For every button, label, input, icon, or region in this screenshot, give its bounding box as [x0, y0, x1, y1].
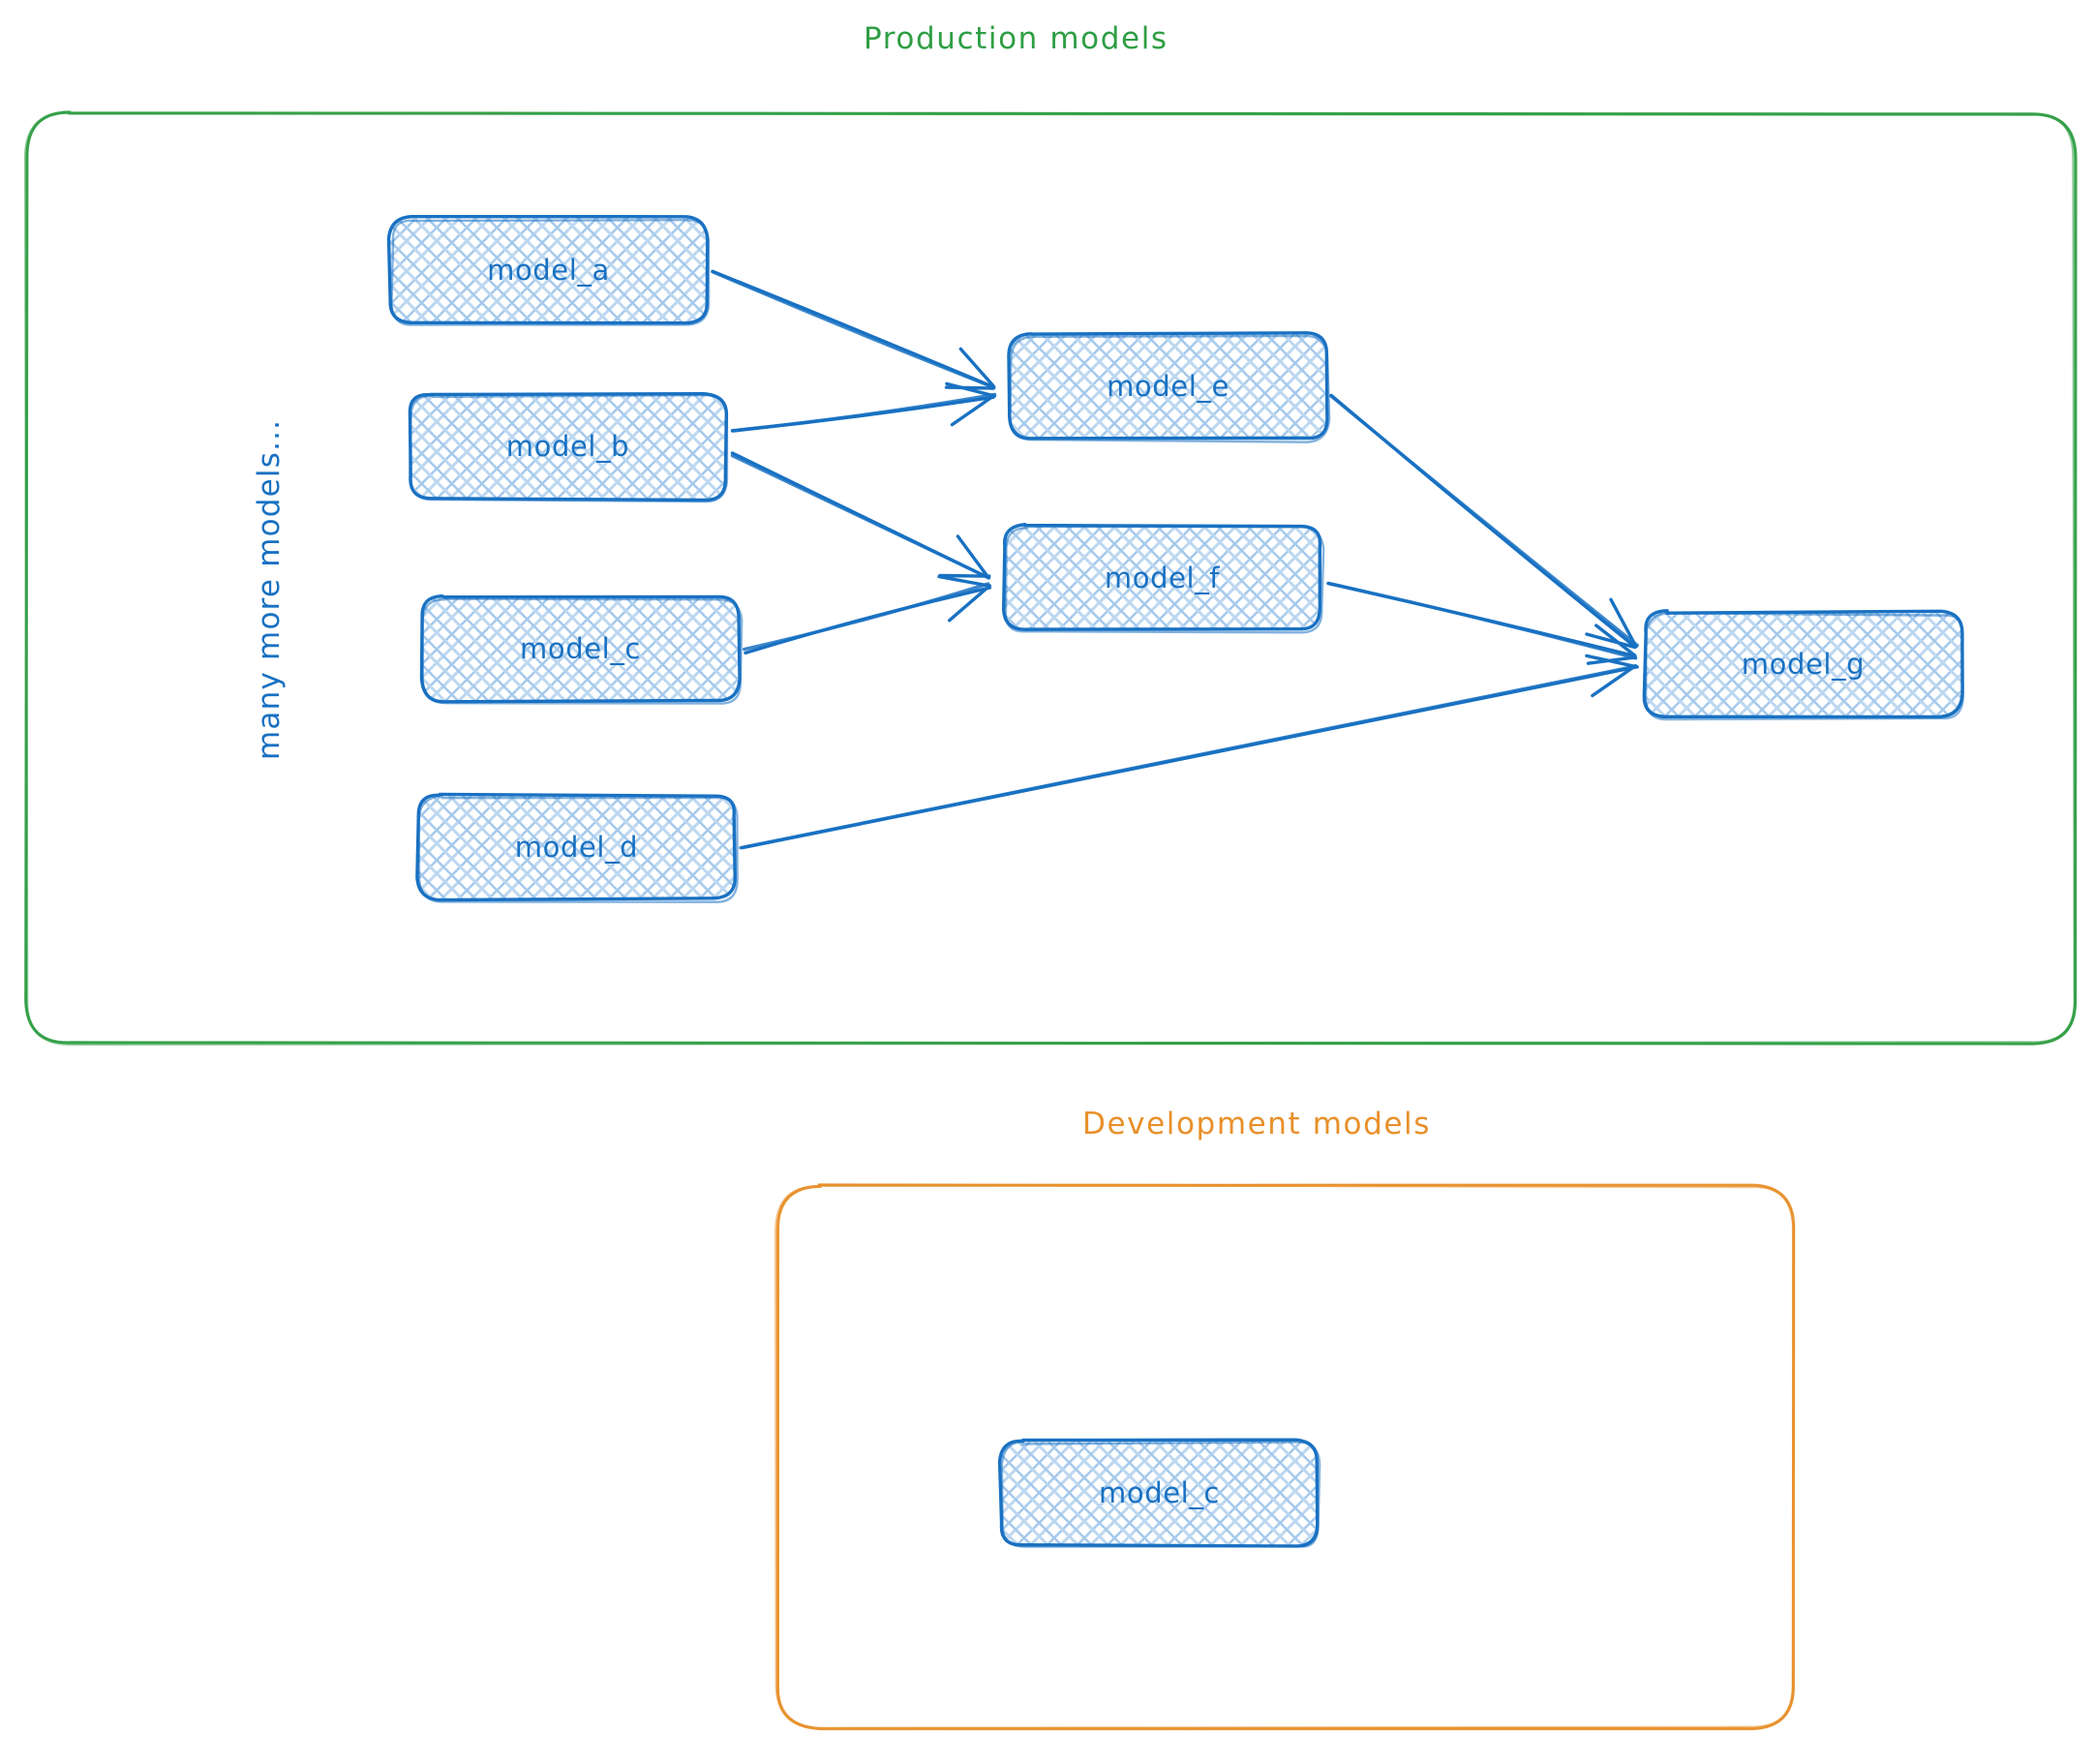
node-fill — [1004, 525, 1321, 631]
node-fill — [1000, 1440, 1318, 1546]
node-label: model_a — [487, 254, 610, 287]
node-border — [1644, 612, 1964, 721]
node-border — [1007, 331, 1329, 441]
node-border — [421, 597, 744, 705]
edge-e-to-g — [1329, 393, 1639, 650]
node-border — [417, 794, 739, 903]
node-model_g[interactable]: model_g — [1642, 609, 1964, 721]
group-label-production: Production models — [864, 21, 1169, 56]
node-model_e[interactable]: model_e — [1007, 331, 1331, 443]
node-model_c[interactable]: model_c — [419, 593, 744, 705]
node-fill — [421, 595, 739, 701]
group-container-production — [23, 110, 2078, 1046]
node-model_b[interactable]: model_b — [408, 391, 729, 503]
node-model_c_dev-dev[interactable]: model_c — [997, 1438, 1321, 1548]
edge-b-to-f — [730, 451, 991, 580]
node-model_a[interactable]: model_a — [386, 214, 711, 326]
annotation-many-more-models: many more models... — [252, 418, 287, 760]
node-label: model_d — [515, 831, 638, 864]
node-fill — [1009, 333, 1327, 439]
node-fill — [389, 218, 708, 323]
node-fill — [409, 393, 727, 500]
edge-b-to-e — [730, 381, 997, 433]
edge-c-to-f — [742, 574, 992, 655]
node-border — [1004, 525, 1325, 634]
node-model_d[interactable]: model_d — [415, 792, 739, 903]
group-label-development: Development models — [1082, 1107, 1432, 1141]
group-container-development — [774, 1183, 1796, 1731]
node-border — [390, 218, 711, 326]
node-label: model_f — [1105, 562, 1220, 594]
node-label: model_b — [506, 430, 629, 463]
node-label: model_c — [520, 632, 641, 665]
node-border — [1000, 1441, 1321, 1548]
node-fill — [417, 794, 736, 899]
node-label: model_c — [1099, 1476, 1220, 1509]
edge-d-to-g — [739, 654, 1639, 850]
node-label: model_e — [1107, 370, 1230, 403]
node-label: model_g — [1742, 648, 1865, 681]
node-model_f[interactable]: model_f — [1001, 522, 1325, 634]
node-border — [1009, 334, 1331, 443]
edge-a-to-e — [711, 269, 996, 390]
node-border — [409, 393, 729, 503]
node-fill — [1645, 611, 1962, 716]
